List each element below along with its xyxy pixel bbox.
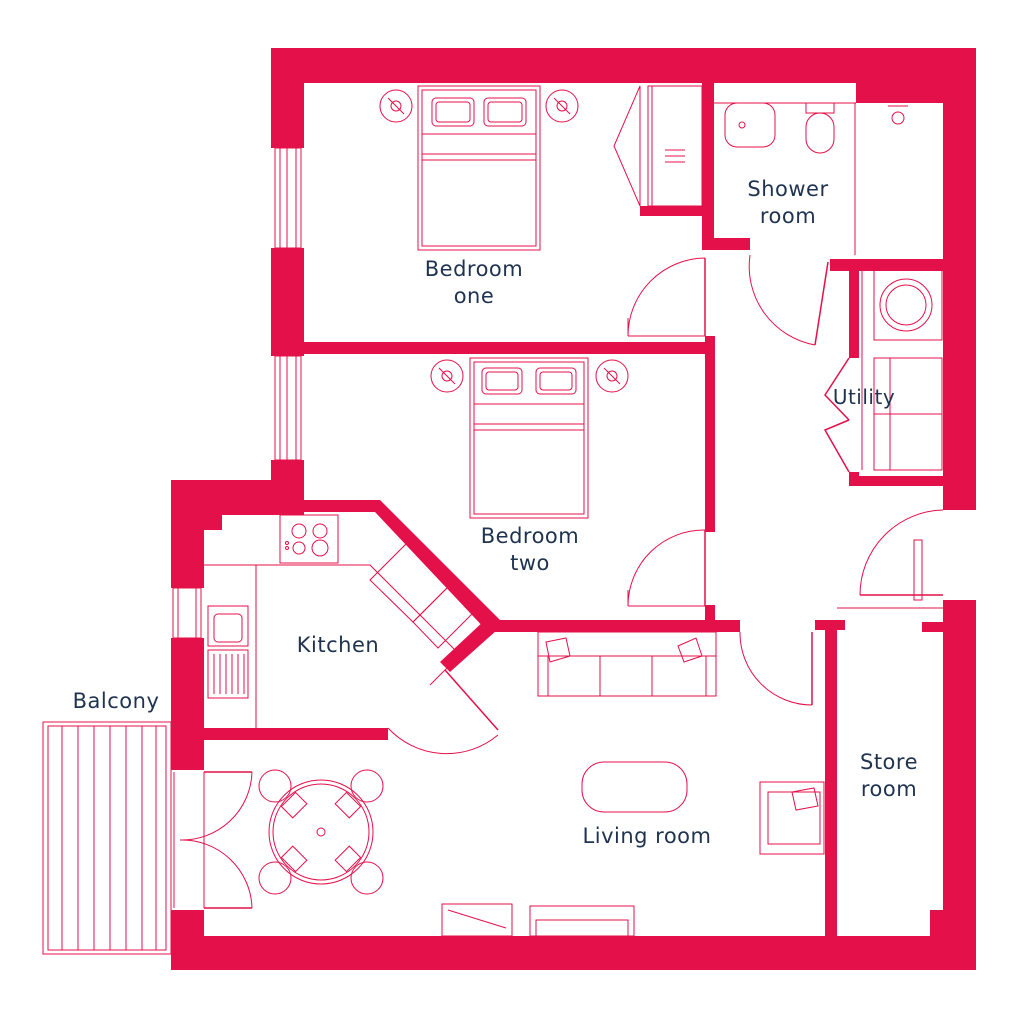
wall-right-bottom-nib <box>930 910 976 940</box>
wall-kitchen-diagonal <box>290 500 500 632</box>
doors <box>173 254 944 909</box>
wall-utility-bottom <box>849 476 949 486</box>
wall-shower-nib <box>702 238 750 250</box>
windows <box>172 147 302 639</box>
wall-bed2-living <box>495 620 740 632</box>
bedroom-one-line2: one <box>453 284 495 308</box>
room-label-balcony: Balcony <box>56 688 176 715</box>
wall-store-left <box>825 620 837 940</box>
room-label-kitchen: Kitchen <box>280 632 396 659</box>
wall-utility-left <box>849 262 859 358</box>
dining-set <box>258 769 384 895</box>
wall-kitchen-corner-nib <box>204 515 222 530</box>
store-room-line2: room <box>860 777 918 801</box>
room-label-bedroom-one: Bedroom one <box>404 256 544 310</box>
wall-kitchen-left-lower <box>171 638 204 770</box>
wall-kitchen-bottom <box>200 728 388 740</box>
utility-appliances <box>861 269 943 471</box>
wall-kitchen-diagonal-lower <box>440 620 497 672</box>
room-label-shower-room: Shower room <box>728 176 848 230</box>
wall-bottom <box>171 936 976 970</box>
shower-room-line1: Shower <box>747 177 829 201</box>
room-label-utility: Utility <box>831 384 897 411</box>
kitchen-line1: Kitchen <box>296 633 380 657</box>
bedroom-one-line1: Bedroom <box>424 257 524 281</box>
sofa <box>537 631 717 697</box>
bedroom-two-line2: two <box>510 551 550 575</box>
room-label-living-room: Living room <box>562 823 732 850</box>
store-room-line1: Store <box>859 750 918 774</box>
bedroom-two-line1: Bedroom <box>480 524 580 548</box>
wall-left-bed1-lower <box>271 248 304 356</box>
wall-right-lower-nib <box>922 622 976 632</box>
wall-right-lower <box>943 600 976 970</box>
shower-room-line2: room <box>759 204 817 228</box>
wall-shower-bottom <box>830 259 950 271</box>
wall-living-left-lower <box>171 910 204 970</box>
wall-bed1-hall <box>705 336 715 532</box>
living-room-line1: Living room <box>582 824 712 848</box>
wardrobe <box>613 85 703 207</box>
bedside-lamps-one <box>379 89 579 123</box>
shower-fixtures <box>714 102 908 255</box>
wall-bed1-bed2 <box>300 342 715 354</box>
room-label-store-room: Store room <box>844 749 934 803</box>
wall-bed2-stub <box>705 605 715 630</box>
wall-right-upper <box>943 48 976 510</box>
wall-wardrobe-right <box>702 83 714 248</box>
room-label-bedroom-two: Bedroom two <box>460 523 600 577</box>
tv-unit <box>441 903 635 937</box>
utility-line1: Utility <box>832 385 896 409</box>
wall-wardrobe-bottom <box>640 206 710 216</box>
kitchen-units <box>204 514 481 728</box>
balcony-line1: Balcony <box>72 689 160 713</box>
wall-left-bed1-top <box>271 48 304 148</box>
bedside-lamps-two <box>430 359 629 393</box>
coffee-table <box>581 761 688 813</box>
balcony-deck <box>42 721 172 955</box>
armchair <box>759 781 825 855</box>
wall-store-top-nib <box>815 620 845 630</box>
wall-kitchen-left-upper <box>171 480 204 588</box>
bed-one <box>417 85 541 251</box>
walls <box>171 48 976 970</box>
bed-two <box>469 357 589 519</box>
